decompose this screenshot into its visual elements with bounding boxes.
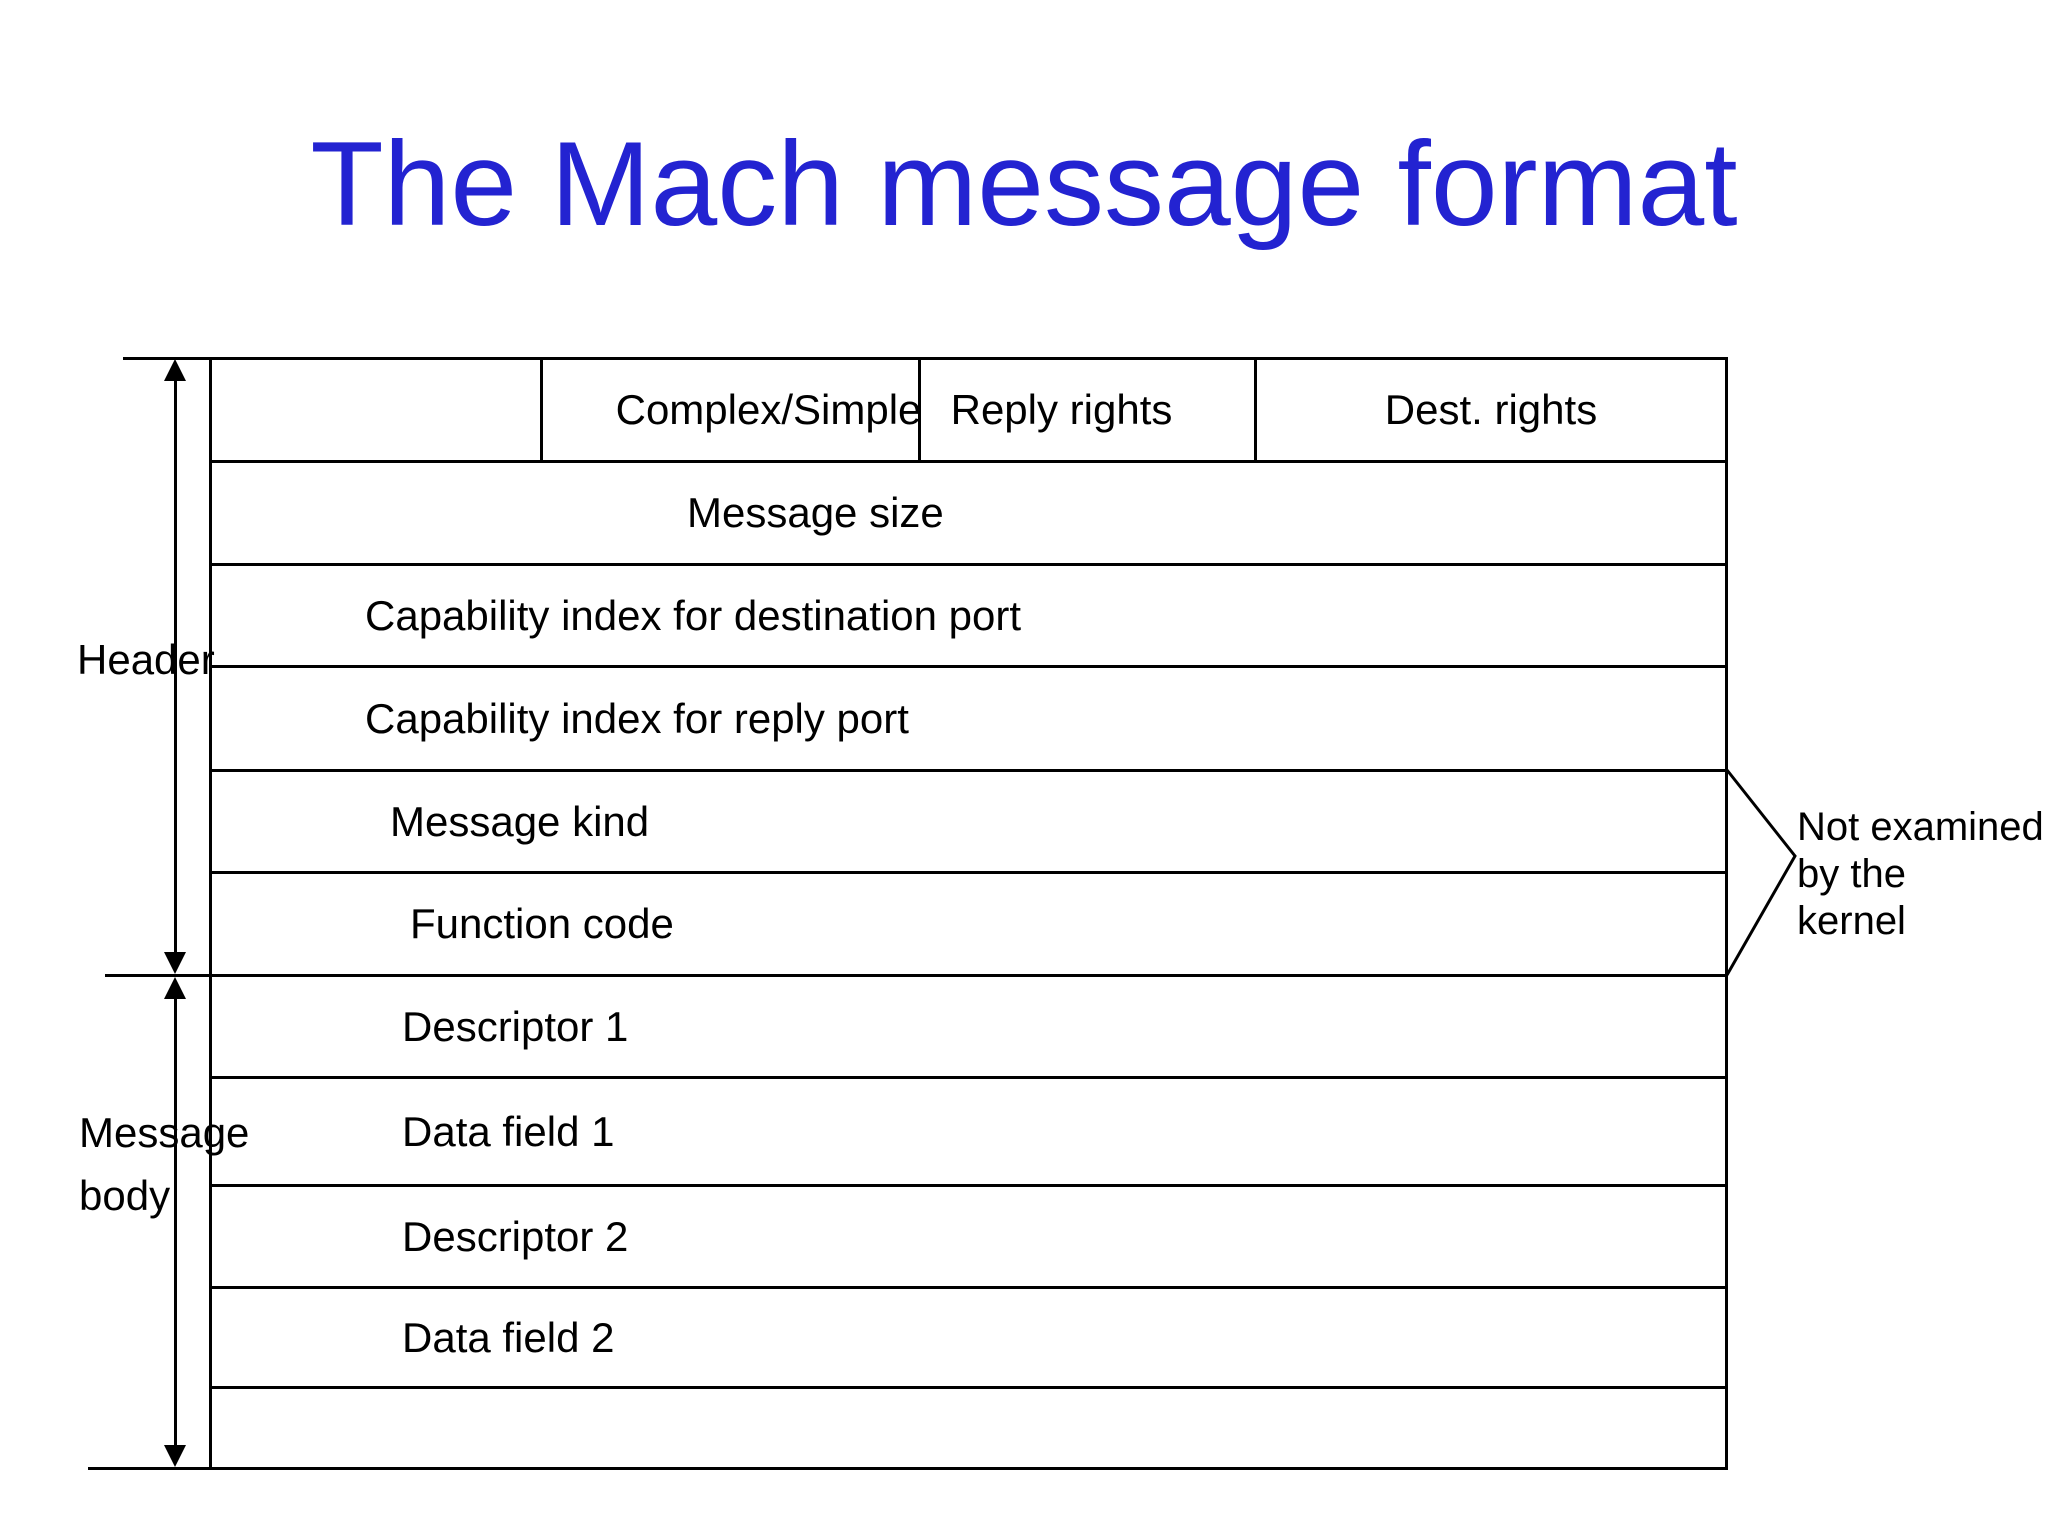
body-arrow-up-head xyxy=(164,977,186,999)
row-label-descriptor-1: Descriptor 1 xyxy=(402,1002,629,1050)
header-body-divider-tick xyxy=(105,974,210,977)
cell-reply-rights: Reply rights xyxy=(918,360,1254,460)
body-arrow-down-head xyxy=(164,1445,186,1467)
cell-dest-rights-label: Dest. rights xyxy=(1384,386,1598,433)
header-arrow-up-head xyxy=(164,359,186,381)
cell-dest-rights: Dest. rights xyxy=(1254,360,1725,460)
table-row-data-field-1: Data field 1 xyxy=(212,1076,1725,1184)
message-body-label-line-1: Message xyxy=(79,1109,250,1156)
body-bottom-tick xyxy=(88,1467,210,1470)
header-section-label: Header xyxy=(77,636,215,683)
row-label-data-field-1: Data field 1 xyxy=(402,1107,615,1155)
table-row-message-size: Message size xyxy=(212,460,1725,563)
cell-reply-rights-label: Reply rights xyxy=(950,386,1173,433)
mach-message-format-table: Complex/Simple Reply rights Dest. rights… xyxy=(209,357,1728,1470)
table-row-descriptor-2: Descriptor 2 xyxy=(212,1184,1725,1286)
row-label-descriptor-2: Descriptor 2 xyxy=(402,1212,629,1260)
message-body-label-line-2: body xyxy=(79,1172,171,1219)
row-label-data-field-2: Data field 2 xyxy=(402,1313,615,1361)
header-top-tick xyxy=(123,357,210,360)
table-row-empty xyxy=(212,1386,1725,1467)
cell-unused xyxy=(212,360,540,460)
table-row-data-field-2: Data field 2 xyxy=(212,1286,1725,1386)
kernel-annotation: Not examined by the kernel xyxy=(1797,804,2044,945)
header-arrow-down-head xyxy=(164,952,186,974)
header-extent-arrow xyxy=(174,380,177,953)
slide-title: The Mach message format xyxy=(310,117,1738,251)
table-row-rights-flags: Complex/Simple Reply rights Dest. rights xyxy=(212,360,1725,460)
row-label-message-size: Message size xyxy=(687,489,944,536)
kernel-annotation-line-2: by the xyxy=(1797,852,1906,896)
row-label-capability-index-reply: Capability index for reply port xyxy=(365,694,909,742)
table-row-descriptor-1: Descriptor 1 xyxy=(212,974,1725,1076)
body-extent-arrow xyxy=(174,998,177,1446)
cell-complex-simple: Complex/Simple xyxy=(540,360,921,460)
message-body-section-label: Message body xyxy=(79,1101,249,1227)
kernel-annotation-line-3: kernel xyxy=(1797,899,1906,943)
row-label-function-code: Function code xyxy=(410,900,674,947)
table-row-capability-index-destination: Capability index for destination port xyxy=(212,563,1725,665)
table-row-capability-index-reply: Capability index for reply port xyxy=(212,665,1725,769)
kernel-annotation-line-1: Not examined xyxy=(1797,805,2044,849)
cell-complex-simple-label: Complex/Simple xyxy=(615,386,922,433)
table-row-function-code: Function code xyxy=(212,871,1725,974)
row-label-message-kind: Message kind xyxy=(390,797,650,845)
table-row-message-kind: Message kind xyxy=(212,769,1725,871)
row-label-capability-index-destination: Capability index for destination port xyxy=(365,591,1022,639)
